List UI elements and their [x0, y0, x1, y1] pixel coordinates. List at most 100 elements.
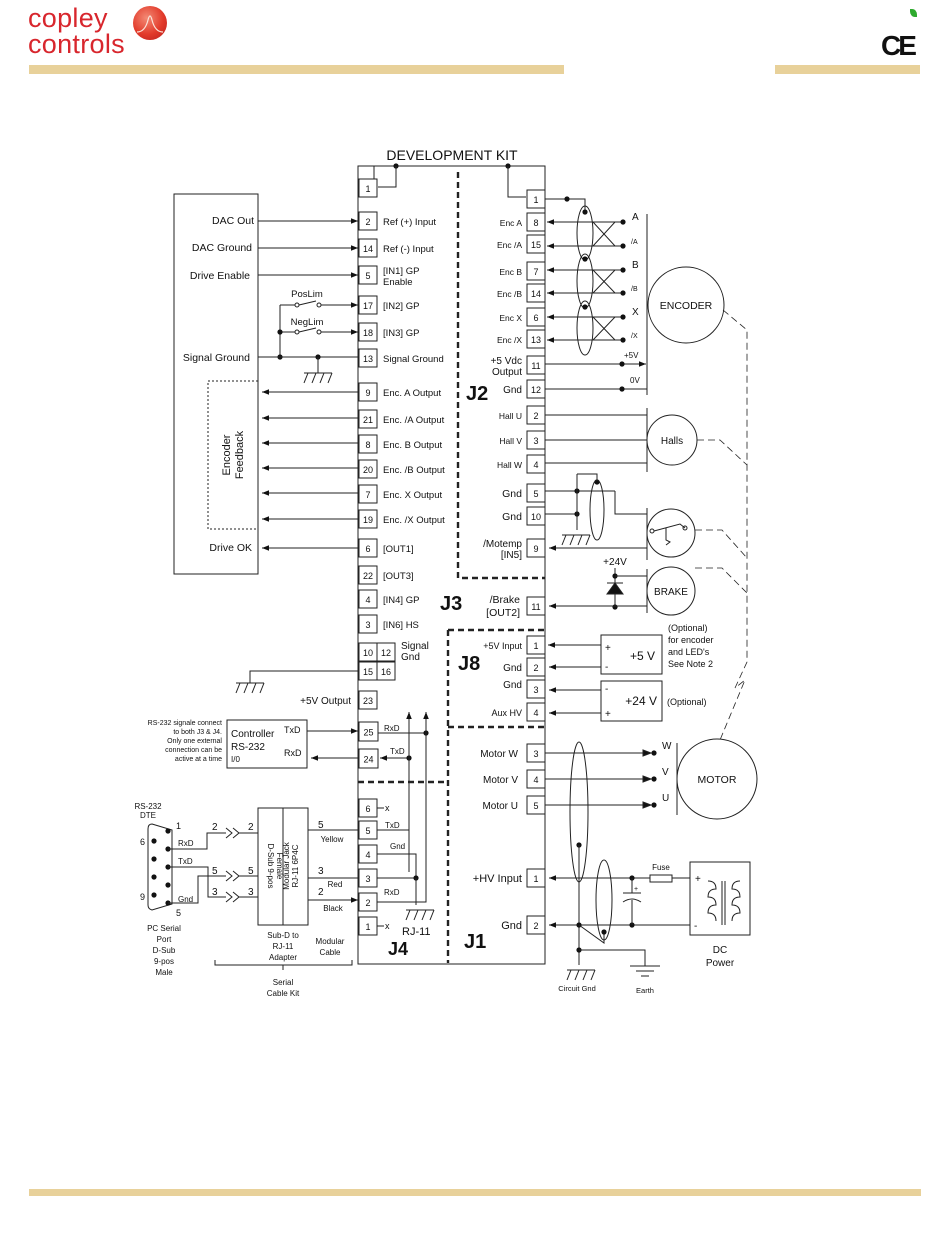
pin-box — [526, 283, 546, 303]
mate-icon — [225, 891, 233, 903]
adapter-pin: 3 — [248, 887, 254, 898]
pin-box — [526, 868, 546, 888]
ground-icon — [590, 969, 596, 981]
feedback-label: Feedback — [234, 430, 246, 479]
encoder-signal: /A — [631, 239, 638, 246]
pin-number: 13 — [531, 335, 541, 345]
dc-power-label: DC — [713, 945, 727, 956]
pin-box — [526, 483, 546, 503]
j2-pin-label: Hall U — [499, 411, 522, 421]
pin-number: 6 — [533, 313, 538, 323]
cable-pin: 2 — [318, 887, 324, 898]
pin-number: 3 — [533, 685, 538, 695]
signal-label: Signal Ground — [183, 352, 250, 364]
shield-icon — [595, 859, 613, 941]
wire — [168, 875, 226, 904]
pin-box — [526, 355, 546, 375]
adapter-pin: 5 — [248, 866, 254, 877]
pin-number: 25 — [363, 728, 373, 738]
junction-dot — [582, 209, 588, 215]
j3-pin-label: Ref (+) Input — [383, 217, 436, 228]
diode-icon — [606, 582, 624, 595]
fuse-icon — [649, 874, 673, 883]
j2-pin-label: Gnd — [502, 488, 522, 500]
pin-box — [526, 329, 546, 349]
pin-number: 3 — [365, 620, 370, 630]
pin-signal-label: TxD — [385, 821, 400, 830]
pin-box — [526, 538, 546, 558]
wire — [168, 832, 226, 850]
pin-number: 10 — [363, 648, 373, 658]
ground-icon — [405, 909, 411, 921]
pin-number: 1 — [365, 922, 370, 932]
mate-icon — [232, 827, 240, 839]
mate-icon — [232, 870, 240, 882]
motor-cable-link — [719, 309, 748, 741]
dsub-signal: RxD — [178, 839, 194, 848]
adapter-caption: Adapter — [269, 953, 297, 962]
thermostat-icon — [653, 523, 686, 532]
controller-box — [173, 193, 259, 575]
pc-serial-label: Port — [157, 935, 172, 944]
footer-rule — [29, 1189, 921, 1196]
j3-pin-label: Enc. B Output — [383, 440, 443, 451]
ground-icon — [303, 372, 309, 384]
junction-dot — [165, 882, 171, 888]
dsub-pin: 1 — [176, 821, 181, 831]
motor-pin-label: Motor W — [480, 749, 518, 760]
wire — [377, 853, 417, 878]
pin-box — [376, 661, 396, 681]
wire-color-label: Red — [328, 880, 343, 889]
dsub-connector-icon — [147, 823, 173, 911]
j8-pin-label: Aux HV — [491, 708, 522, 718]
brake-pin-label: /Brake — [490, 594, 521, 606]
limit-label: NegLim — [291, 317, 324, 328]
pin-number: 12 — [381, 648, 391, 658]
brand-line2: controls — [28, 29, 125, 59]
supply-5v-note: (Optional) — [668, 623, 708, 633]
pin-number: 5 — [365, 271, 370, 281]
pin-number: 5 — [533, 489, 538, 499]
ground-icon — [569, 534, 575, 546]
pin-box — [358, 382, 378, 402]
shield-icon — [576, 300, 594, 356]
pin-box — [358, 409, 378, 429]
wire — [378, 166, 397, 188]
supply-5v-note: and LED's — [668, 647, 710, 657]
adapter-pin: 3 — [212, 887, 218, 898]
signal-label: DAC Ground — [192, 242, 252, 254]
brand-line1: copley — [28, 3, 108, 33]
pin-box — [526, 212, 546, 232]
rj11-label: RJ-11 — [402, 926, 431, 938]
j3-pin-label: Enc. /X Output — [383, 515, 445, 526]
ground-icon — [319, 372, 325, 384]
pin-number: 23 — [363, 696, 373, 706]
transformer-icon — [707, 880, 717, 922]
pin-label: +5V Output — [300, 696, 351, 707]
brand-orb-icon — [133, 6, 167, 40]
adapter-text: Female — [275, 853, 284, 880]
adapter-text: D-Sub 9-pos — [266, 844, 275, 889]
kit-caption: Serial — [273, 978, 294, 987]
cable-pin: 3 — [318, 866, 324, 877]
ground-icon — [251, 682, 257, 694]
signal-label: Drive Enable — [190, 270, 250, 282]
pin-box — [358, 538, 378, 558]
pin-box — [526, 307, 546, 327]
j3-pin-label: [OUT1] — [383, 544, 414, 555]
fuse-label: Fuse — [652, 863, 670, 872]
j3-pin-label: Signal Ground — [383, 354, 444, 365]
header-rule-left — [29, 65, 564, 74]
encoder-device — [647, 266, 725, 344]
supply-label: +24V — [603, 557, 627, 568]
pc-serial-label: 9-pos — [154, 957, 174, 966]
j2-pin-label: Hall V — [499, 436, 522, 446]
j2-pin-label: Enc /B — [497, 289, 522, 299]
no-connect-mark: x — [385, 803, 390, 813]
pin-box — [358, 238, 378, 258]
brake-pin-label: [OUT2] — [486, 607, 520, 619]
pin-number: 2 — [533, 921, 538, 931]
motor-terminal-icon — [642, 749, 653, 757]
junction-dot — [151, 874, 157, 880]
